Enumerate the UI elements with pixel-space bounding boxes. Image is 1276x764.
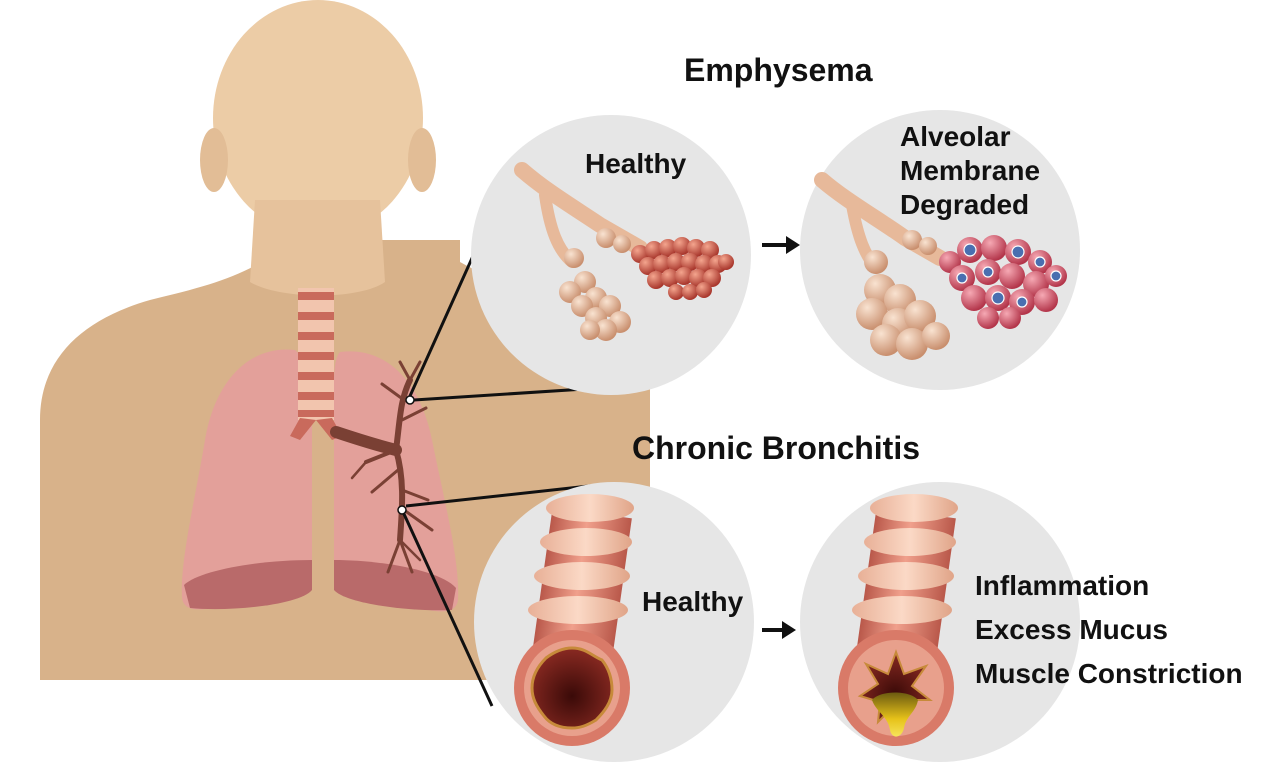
healthy-lumen <box>532 648 612 728</box>
emphysema-degraded-label: Alveolar Membrane Degraded <box>900 120 1040 222</box>
symptom-inflammation: Inflammation <box>975 564 1243 608</box>
emphysema-healthy-label: Healthy <box>585 148 686 180</box>
left-ear <box>200 128 228 192</box>
bronchitis-title: Chronic Bronchitis <box>632 430 920 467</box>
symptom-muscle-constriction: Muscle Constriction <box>975 652 1243 696</box>
symptom-excess-mucus: Excess Mucus <box>975 608 1243 652</box>
right-ear <box>408 128 436 192</box>
emphysema-title: Emphysema <box>684 52 873 89</box>
lung-marker-lower <box>398 506 406 514</box>
bronchitis-healthy-label: Healthy <box>642 586 743 618</box>
bronchitis-symptom-list: Inflammation Excess Mucus Muscle Constri… <box>975 564 1243 696</box>
bronchitis-arrow <box>762 621 796 639</box>
degraded-label-line: Membrane <box>900 154 1040 188</box>
neck <box>250 200 385 296</box>
degraded-label-line: Degraded <box>900 188 1040 222</box>
degraded-label-line: Alveolar <box>900 120 1040 154</box>
emphysema-arrow <box>762 236 800 254</box>
bronchitis-healthy-circle <box>474 482 754 762</box>
lung-marker-upper <box>406 396 414 404</box>
